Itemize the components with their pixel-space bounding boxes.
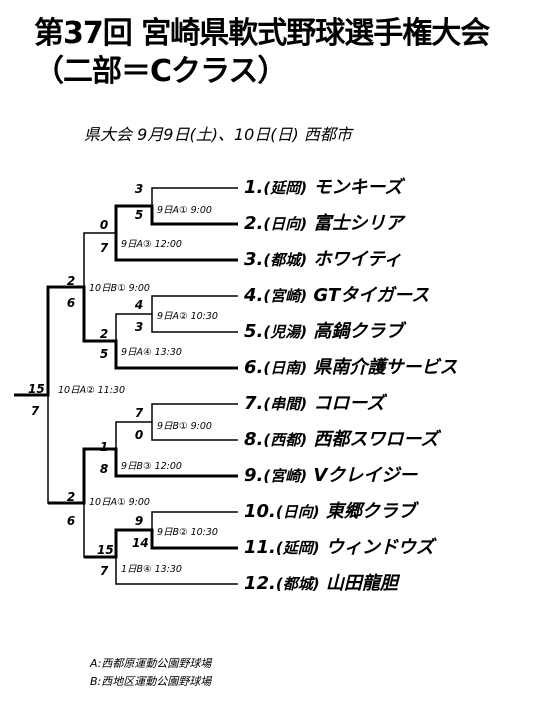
team-number: 6. — [244, 357, 264, 378]
team-number: 9. — [244, 465, 264, 486]
team-entry-12: 12.(都城) 山田龍胆 — [244, 571, 398, 597]
team-name: 富士シリア — [313, 213, 404, 234]
team-region: (延岡) — [263, 179, 308, 197]
team-number: 3. — [244, 249, 264, 270]
score-g5-bottom: 6 — [66, 296, 76, 310]
score-g7-top: 1 — [99, 440, 109, 454]
team-entry-2: 2.(日向) 富士シリア — [244, 211, 403, 237]
team-region: (都城) — [263, 251, 308, 269]
page-subtitle: （二部＝Cクラス） — [34, 54, 287, 89]
team-entry-9: 9.(宮崎) Vクレイジー — [244, 463, 417, 489]
score-g8-bottom: 14 — [132, 536, 149, 550]
team-region: (日向) — [263, 215, 308, 233]
score-g2-top: 0 — [99, 218, 109, 232]
team-region: (延岡) — [275, 539, 320, 557]
score-g8-top: 9 — [134, 514, 144, 528]
score-g9-bottom: 7 — [99, 564, 109, 578]
team-number: 12. — [244, 573, 276, 594]
team-region: (宮崎) — [263, 287, 308, 305]
score-g7-bottom: 8 — [99, 462, 109, 476]
score-g6-top: 7 — [134, 406, 144, 420]
score-g4-bottom: 5 — [99, 347, 109, 361]
score-g3-bottom: 3 — [134, 320, 144, 334]
team-number: 2. — [244, 213, 264, 234]
team-name: 東郷クラブ — [325, 501, 416, 522]
venue-legend-a: A:西都原運動公園野球場 — [90, 657, 212, 670]
team-entry-10: 10.(日向) 東郷クラブ — [244, 499, 416, 525]
team-number: 1. — [244, 177, 264, 198]
team-number: 8. — [244, 429, 264, 450]
team-name: GTタイガース — [313, 285, 430, 306]
score-g6-bottom: 0 — [134, 428, 144, 442]
score-g9-top: 15 — [97, 543, 114, 557]
team-name: Vクレイジー — [313, 465, 418, 486]
team-entry-5: 5.(児湯) 高鍋クラブ — [244, 319, 403, 345]
game-note-g9: 1日B④ 13:30 — [121, 564, 182, 575]
score-final-bottom: 7 — [30, 404, 40, 418]
team-region: (宮崎) — [263, 467, 308, 485]
game-note-g10: 10日A① 9:00 — [89, 497, 150, 508]
game-note-g4: 9日A④ 13:30 — [121, 347, 182, 358]
score-g4-top: 2 — [99, 327, 109, 341]
score-g1-top: 3 — [134, 182, 144, 196]
game-note-g2: 9日A③ 12:00 — [121, 239, 182, 250]
winner-path-champion — [14, 285, 238, 397]
team-number: 4. — [244, 285, 264, 306]
team-entry-6: 6.(日南) 県南介護サービス — [244, 355, 457, 381]
winner-path-lower — [48, 447, 238, 505]
winner-path-g8 — [84, 528, 238, 559]
game-note-g1: 9日A① 9:00 — [157, 205, 212, 216]
team-entry-4: 4.(宮崎) GTタイガース — [244, 283, 429, 309]
game-note-g6: 9日B① 9:00 — [157, 421, 212, 432]
team-entry-11: 11.(延岡) ウィンドウズ — [244, 535, 434, 561]
score-g3-top: 4 — [134, 298, 144, 312]
team-number: 11. — [244, 537, 276, 558]
team-name: 山田龍胆 — [325, 573, 398, 594]
team-region: (児湯) — [263, 323, 308, 341]
team-entry-1: 1.(延岡) モンキーズ — [244, 175, 402, 201]
game-note-final: 10日A② 11:30 — [58, 385, 126, 396]
game-note-g5: 10日B① 9:00 — [89, 283, 150, 294]
team-entry-3: 3.(都城) ホワイティ — [244, 247, 402, 273]
score-g10-bottom: 6 — [66, 514, 76, 528]
winner-path-upper — [114, 204, 238, 262]
team-name: 高鍋クラブ — [313, 321, 404, 342]
team-region: (日向) — [275, 503, 320, 521]
event-info: 県大会 9月9日(土)、10日(日) 西都市 — [84, 125, 352, 144]
game-note-g8: 9日B② 10:30 — [157, 527, 218, 538]
team-name: ウィンドウズ — [325, 537, 434, 558]
score-g10-top: 2 — [66, 490, 76, 504]
team-number: 10. — [244, 501, 276, 522]
score-g2-bottom: 7 — [99, 241, 109, 255]
page-title: 第37回 宮崎県軟式野球選手権大会 — [34, 16, 490, 51]
team-name: モンキーズ — [313, 177, 403, 198]
team-number: 7. — [244, 393, 264, 414]
score-g5-top: 2 — [66, 274, 76, 288]
team-region: (西都) — [263, 431, 308, 449]
game-note-g3: 9日A② 10:30 — [157, 311, 218, 322]
team-name: ホワイティ — [313, 249, 402, 270]
team-entry-8: 8.(西都) 西都スワローズ — [244, 427, 438, 453]
team-region: (都城) — [275, 575, 320, 593]
team-region: (日南) — [263, 359, 308, 377]
team-name: コローズ — [313, 393, 385, 414]
score-final-top: 15 — [28, 382, 45, 396]
game-note-g7: 9日B③ 12:00 — [121, 461, 182, 472]
team-region: (串間) — [263, 395, 308, 413]
team-name: 西都スワローズ — [313, 429, 439, 450]
team-entry-7: 7.(串間) コローズ — [244, 391, 384, 417]
team-name: 県南介護サービス — [313, 357, 458, 378]
team-number: 5. — [244, 321, 264, 342]
venue-legend-b: B:西地区運動公園野球場 — [90, 675, 212, 688]
score-g1-bottom: 5 — [134, 208, 144, 222]
